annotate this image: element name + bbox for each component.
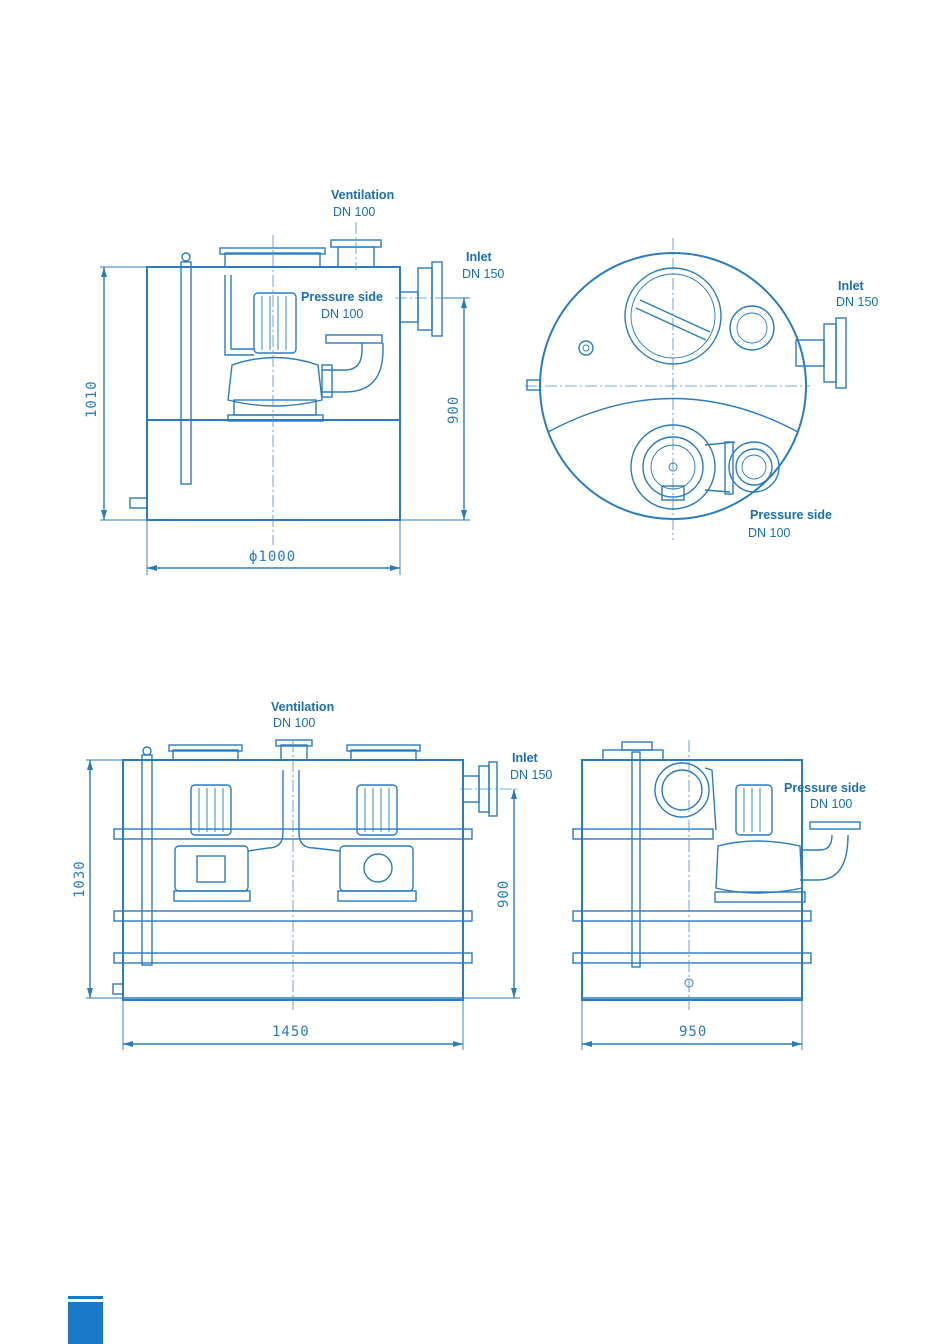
- inlet-size-top: DN 150: [836, 295, 878, 309]
- stiffening-rib-side-3: [573, 953, 811, 963]
- pump-volute-left: [175, 846, 248, 891]
- pressure-bend: [322, 343, 383, 392]
- access-lid: [225, 253, 320, 267]
- inlet-ring-side: [655, 763, 709, 817]
- pump-motor-side: [736, 785, 772, 835]
- dimension-diameter: ϕ1000: [249, 549, 296, 565]
- pressure-bend-side: [800, 835, 848, 880]
- single-station-side-view: Ventilation DN 100 Inlet DN 150 Pressure…: [84, 188, 504, 575]
- inlet-size-double: DN 150: [510, 768, 552, 782]
- inlet-size: DN 150: [462, 267, 504, 281]
- pump-volute: [228, 358, 322, 407]
- single-station-top-view: Inlet DN 150 Pressure side DN 100: [525, 238, 878, 540]
- dimension-inlet-double: 900: [496, 880, 512, 908]
- level-probe-top: [579, 341, 593, 355]
- level-probe-tube: [181, 262, 191, 484]
- dimension-total-height: 1010: [84, 380, 100, 418]
- pump-volute-side: [716, 841, 802, 893]
- dimension-width-side: 950: [679, 1024, 707, 1040]
- dimension-width-double: 1450: [272, 1024, 310, 1040]
- tank-body-side: [582, 760, 802, 1000]
- dimension-height-double: 1030: [72, 860, 88, 898]
- ventilation-title: Ventilation: [331, 188, 394, 202]
- double-station-front-view: Ventilation DN 100 Inlet DN 150 1030 900…: [72, 700, 552, 1050]
- drain-nozzle: [130, 498, 147, 508]
- pressure-side-title-side: Pressure side: [784, 781, 866, 795]
- inlet-title-top: Inlet: [838, 279, 865, 293]
- pump-motor: [254, 293, 296, 353]
- ventilation-title-double: Ventilation: [271, 700, 334, 714]
- pressure-side-title-top: Pressure side: [750, 508, 832, 522]
- pump-volute-right: [340, 846, 413, 891]
- dimension-inlet-height: 900: [446, 396, 462, 424]
- tank-lower-shell: [147, 420, 400, 520]
- pressure-side-size-side: DN 100: [810, 797, 852, 811]
- page-corner-stripe: [68, 1296, 103, 1299]
- ventilation-size-double: DN 100: [273, 716, 315, 730]
- page-corner-block: [68, 1302, 103, 1344]
- pump-motor-left: [191, 785, 231, 835]
- ventilation-size: DN 100: [333, 205, 375, 219]
- pump-motor-right: [357, 785, 397, 835]
- inlet-title: Inlet: [466, 250, 493, 264]
- double-station-side-view: Pressure side DN 100 950: [573, 740, 866, 1050]
- pressure-side-size-top: DN 100: [748, 526, 790, 540]
- pressure-flange: [326, 335, 382, 343]
- stiffening-rib-side-2: [573, 911, 811, 921]
- inlet-pipe: [400, 292, 418, 322]
- pressure-side-title: Pressure side: [301, 290, 383, 304]
- inlet-flange: [418, 268, 432, 330]
- ventilation-pipe-double: [281, 745, 307, 760]
- pressure-side-size: DN 100: [321, 307, 363, 321]
- inlet-title-double: Inlet: [512, 751, 539, 765]
